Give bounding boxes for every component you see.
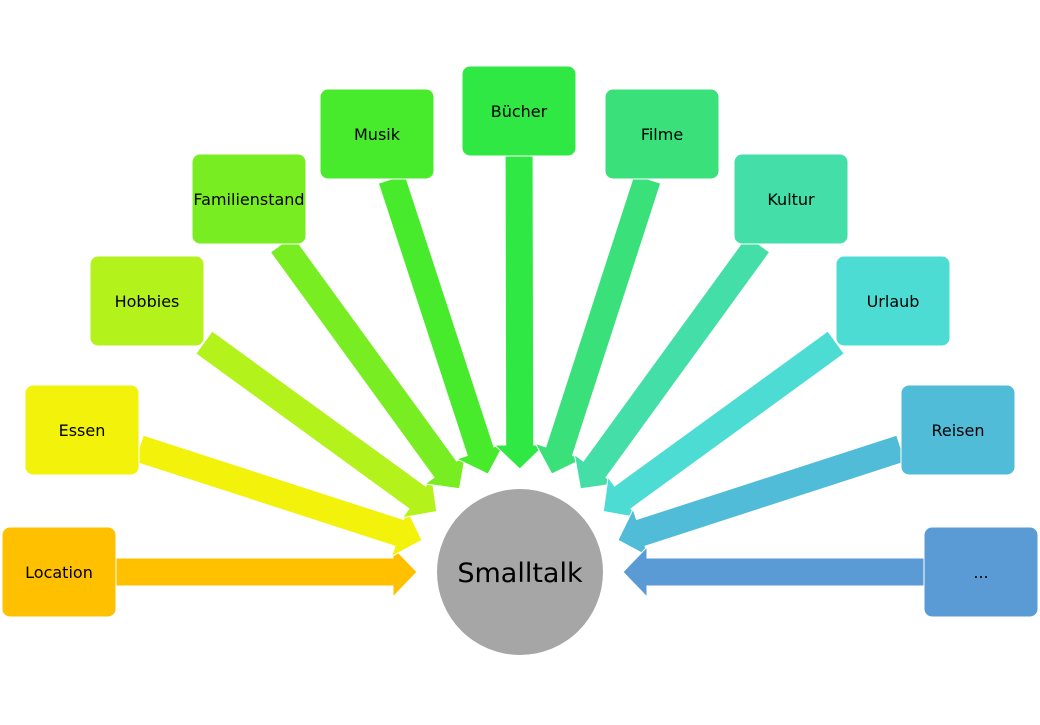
topic-box-shape	[191, 153, 307, 245]
arrow-hobbies	[195, 330, 438, 519]
arrow-urlaub	[602, 330, 845, 519]
topic-box-musik: Musik	[319, 88, 435, 180]
topic-box-more: ...	[923, 526, 1039, 618]
topic-box-filme: Filme	[604, 88, 720, 180]
center-label: Smalltalk	[457, 558, 583, 589]
topic-label: Location	[25, 563, 93, 582]
topic-box-location: Location	[1, 526, 117, 618]
topic-label: Musik	[354, 125, 401, 144]
topic-label: Filme	[641, 125, 683, 144]
topic-box-b-cher: Bücher	[461, 65, 577, 157]
arrow-musik	[377, 174, 506, 475]
topic-box-reisen: Reisen	[900, 384, 1016, 476]
topic-box-hobbies: Hobbies	[89, 255, 205, 347]
arrow-filme	[534, 174, 662, 475]
topic-box-shape	[604, 88, 720, 180]
arrow-more	[622, 545, 925, 599]
center-node: Smalltalk	[437, 489, 603, 655]
topic-label: Kultur	[767, 190, 815, 209]
arrow-familienstand	[269, 235, 467, 490]
arrow-location	[115, 545, 418, 599]
topic-box-shape	[835, 255, 951, 347]
topic-box-shape	[900, 384, 1016, 476]
topic-box-shape	[461, 65, 577, 157]
arrows-layer	[115, 155, 925, 599]
center-circle	[437, 489, 603, 655]
topic-boxes-layer: Location Essen Hobbies Familienstand Musik Bü…	[1, 65, 1039, 618]
arrow-kultur	[573, 235, 771, 490]
topic-box-essen: Essen	[24, 384, 140, 476]
topic-box-shape	[733, 153, 849, 245]
topic-box-shape	[89, 255, 205, 347]
topic-label: ...	[973, 563, 988, 582]
topic-box-shape	[24, 384, 140, 476]
topic-box-shape	[319, 88, 435, 180]
topic-label: Reisen	[931, 421, 984, 440]
topic-box-shape	[923, 526, 1039, 618]
topic-box-urlaub: Urlaub	[835, 255, 951, 347]
topic-label: Urlaub	[867, 292, 920, 311]
topic-label: Familienstand	[193, 190, 304, 209]
topic-label: Essen	[59, 421, 106, 440]
arrow-b-cher	[493, 155, 546, 470]
arrow-essen	[134, 434, 423, 558]
topic-box-familienstand: Familienstand	[191, 153, 307, 245]
topic-box-shape	[1, 526, 117, 618]
arrow-reisen	[617, 434, 906, 558]
topic-label: Bücher	[491, 102, 548, 121]
topic-label: Hobbies	[115, 292, 180, 311]
topic-box-kultur: Kultur	[733, 153, 849, 245]
